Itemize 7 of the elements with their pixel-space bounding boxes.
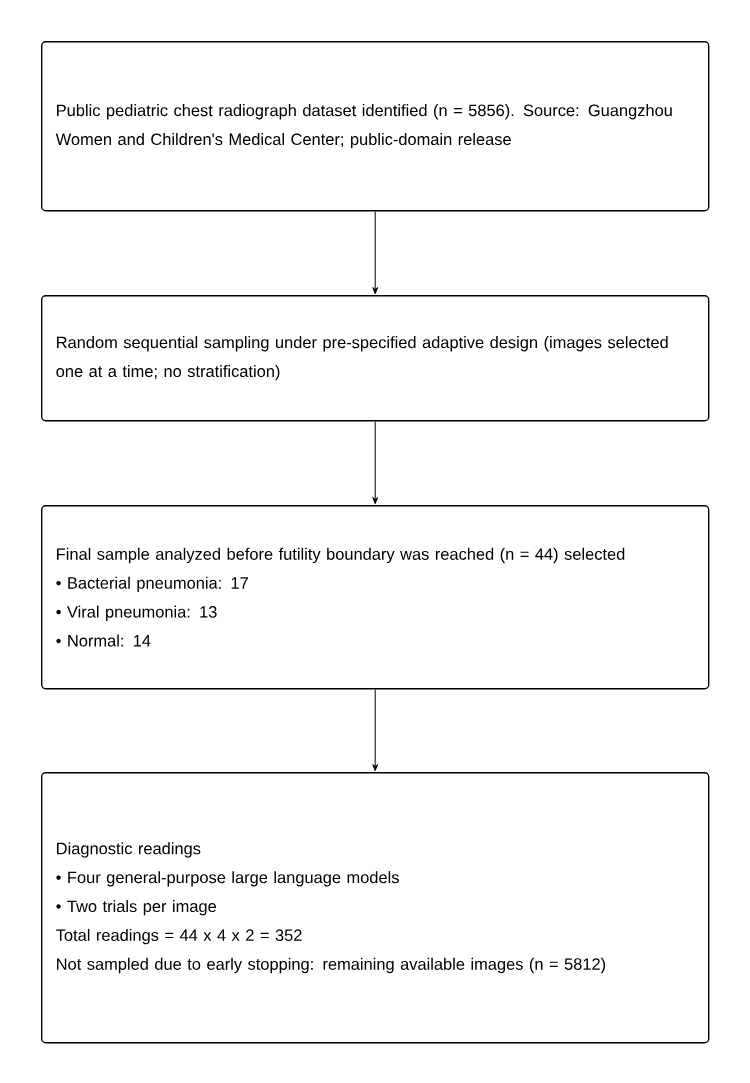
process-box: Random sequential sampling under pre-specified adaptive design (images selected one at a time; no stratification) (41, 295, 710, 422)
process-box: Public pediatric chest radiograph dataset identified (n = 5856). Source: Guangzhou Women and Children's Medical Center; public-domain release (41, 41, 710, 212)
process-box: Diagnostic readings • Four general-purpose large language models • Two trials per image Total readings = 44 x 4 x 2 = 352 Not sampled due to early stopping: remaining available images (n = 5812) (41, 772, 710, 1044)
arrow (372, 688, 379, 772)
arrow (372, 420, 379, 505)
arrow (372, 210, 379, 295)
process-box: Final sample analyzed before futility boundary was reached (n = 44) selected • Bacterial pneumonia: 17 • Viral pneumonia: 13 • Normal: 14 (41, 505, 710, 690)
